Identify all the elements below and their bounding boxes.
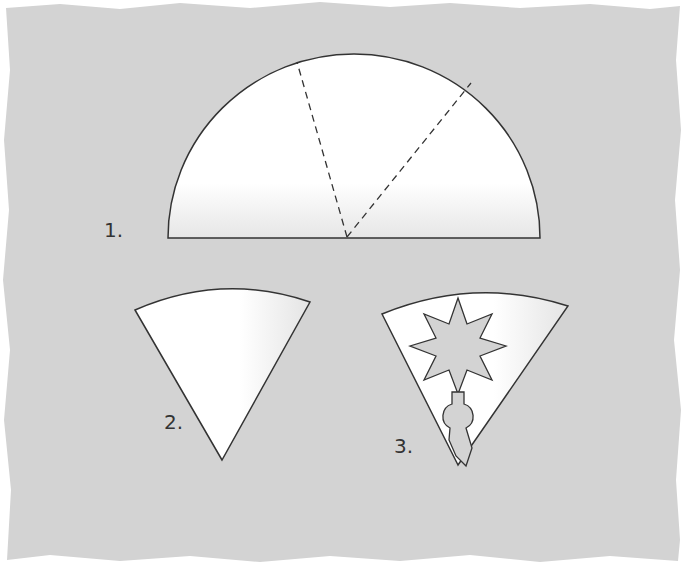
fold-line [297, 62, 347, 237]
torn-paper-ground [3, 2, 681, 562]
step-number: 2. [164, 412, 183, 432]
cut-sector [382, 293, 568, 465]
semicircle-paper [168, 54, 540, 238]
step-number: 3. [394, 436, 413, 456]
star-cutout [410, 298, 506, 466]
fold-line [347, 83, 471, 237]
folded-sector [135, 289, 310, 460]
step-number: 1. [104, 220, 123, 240]
